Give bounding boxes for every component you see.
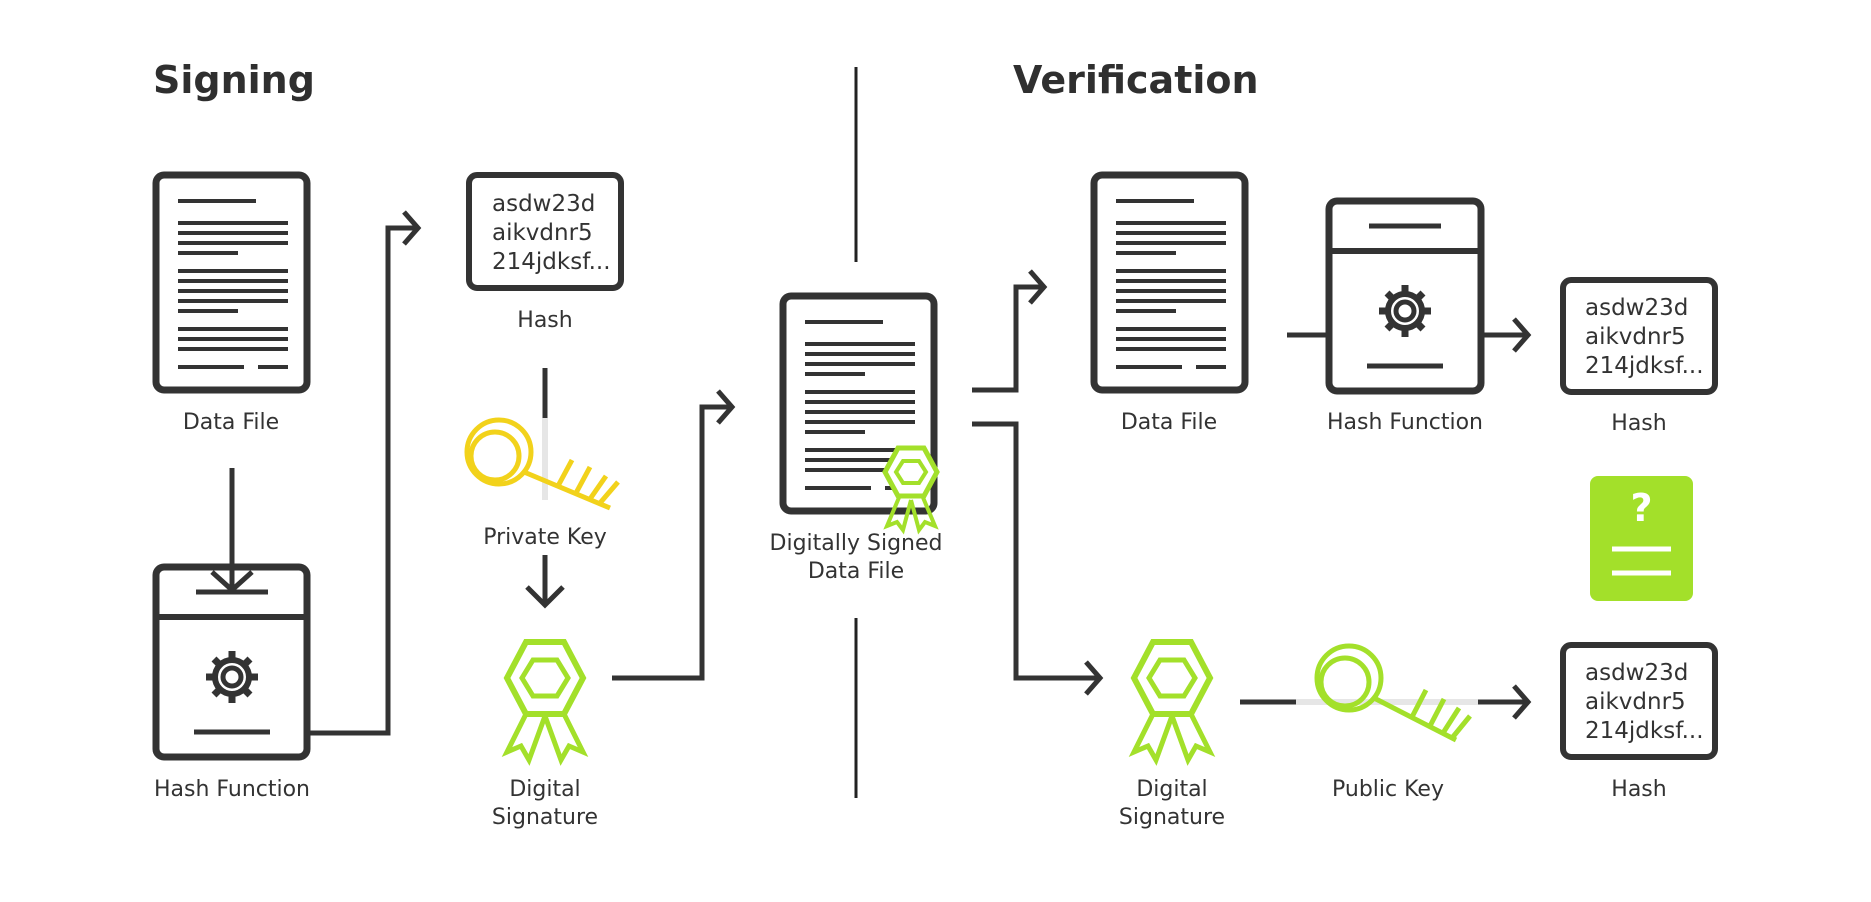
signing-hash-line-1: asdw23d xyxy=(492,191,596,217)
signed-file-seal-icon xyxy=(882,445,940,535)
verification-data-file-label: Data File xyxy=(1120,410,1218,435)
signing-hash-function-icon xyxy=(152,563,311,761)
signing-hash-line-3: 214jdksf... xyxy=(492,249,611,275)
public-key-icon xyxy=(1314,643,1472,743)
signing-digital-signature-label-1: Digital xyxy=(509,777,581,802)
signing-digital-signature-icon xyxy=(501,639,589,766)
verification-hash-top-line-1: asdw23d xyxy=(1585,295,1689,321)
signing-hash-line-2: aikvdnr5 xyxy=(492,220,593,246)
verification-title: Verification xyxy=(1013,58,1259,102)
verification-hash-top-line-3: 214jdksf... xyxy=(1585,353,1704,379)
arrow-signature-to-signed-file xyxy=(612,389,736,681)
signing-data-file-icon xyxy=(152,171,311,394)
signing-title: Signing xyxy=(153,58,315,102)
verification-hash-bottom-line-3: 214jdksf... xyxy=(1585,718,1704,744)
verification-digital-signature-icon xyxy=(1128,639,1216,766)
signing-hash-function-label: Hash Function xyxy=(154,777,310,802)
arrow-hashfunction-to-hash xyxy=(307,210,422,736)
signed-file-label-1: Digitally Signed xyxy=(769,531,943,556)
signing-hash-box xyxy=(466,172,624,291)
private-key-label: Private Key xyxy=(483,525,607,550)
verification-data-file-icon xyxy=(1090,171,1249,394)
compare-card xyxy=(1590,476,1693,601)
public-key-label: Public Key xyxy=(1332,777,1444,802)
arrow-signed-to-datafile xyxy=(972,269,1048,393)
verification-hash-bottom-box xyxy=(1560,642,1718,760)
arrow-datafile-to-hashfunction xyxy=(210,468,254,594)
verification-hash-top-label: Hash xyxy=(1611,411,1667,436)
verification-hash-function-icon xyxy=(1325,197,1485,395)
verification-hash-bottom-line-1: asdw23d xyxy=(1585,660,1689,686)
verification-hash-top-line-2: aikvdnr5 xyxy=(1585,324,1686,350)
signed-data-file-icon xyxy=(779,292,938,515)
verification-digital-signature-label-1: Digital xyxy=(1136,777,1208,802)
private-key-icon xyxy=(464,417,620,511)
signing-hash-label: Hash xyxy=(517,308,573,333)
verification-hash-bottom-label: Hash xyxy=(1611,777,1667,802)
verification-hash-bottom-line-2: aikvdnr5 xyxy=(1585,689,1686,715)
arrow-hashfunction-to-hash-top xyxy=(1481,317,1532,353)
verification-hash-top-box xyxy=(1560,277,1718,395)
signing-digital-signature-label-2: Signature xyxy=(491,805,599,830)
arrow-signed-to-signature xyxy=(972,421,1104,696)
arrow-hash-to-signature xyxy=(525,368,565,609)
verification-hash-function-label: Hash Function xyxy=(1327,410,1483,435)
signing-data-file-label: Data File xyxy=(182,410,280,435)
compare-question-mark: ? xyxy=(1630,486,1653,530)
verification-digital-signature-label-2: Signature xyxy=(1118,805,1226,830)
signed-file-label-2: Data File xyxy=(807,559,905,584)
